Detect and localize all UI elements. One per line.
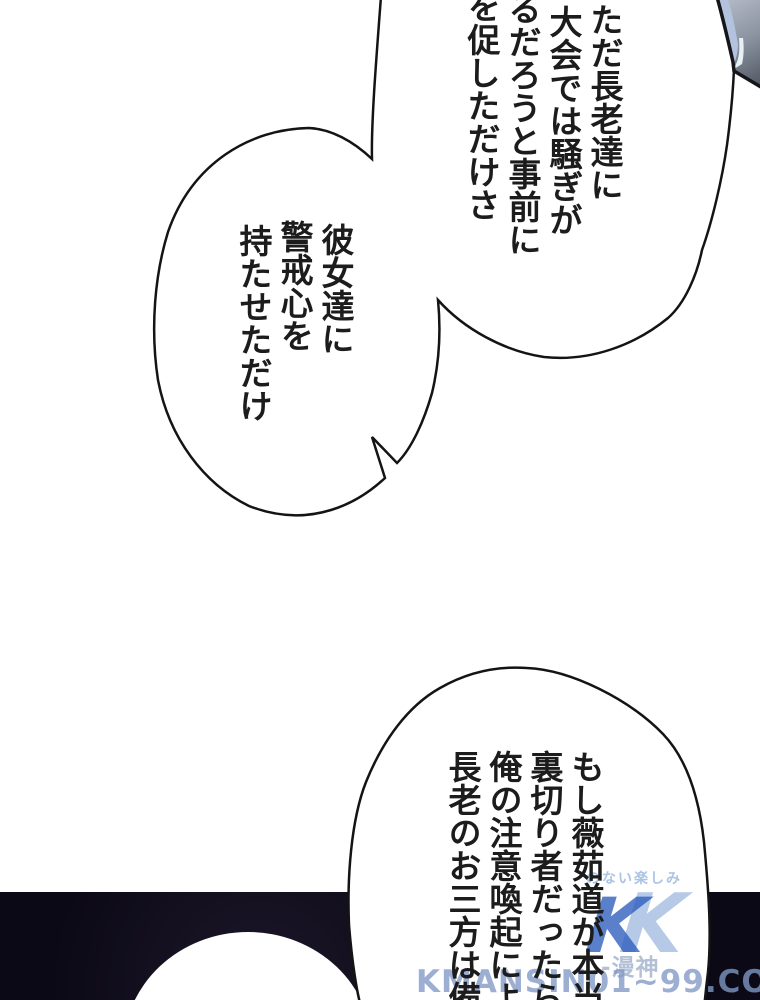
blade-highlight-white xyxy=(734,38,744,69)
bubble-text-column: 大会では騒ぎが xyxy=(544,5,583,236)
bubble-text-column: を促しただけさ xyxy=(462,0,501,221)
bubble-text-column: るだろうと事前に xyxy=(503,0,542,256)
bubble-text-column: 俺の注意喚起によ xyxy=(484,750,523,1000)
bubble-text-column: 彼女達に xyxy=(316,223,355,355)
blade-highlight-blue xyxy=(720,0,738,66)
speech-bubble-bottom xyxy=(347,666,711,1000)
speech-bubble-bottom-text: もし薇茹道が本当裏切り者だったら俺の注意喚起によ長老のお三方は備 xyxy=(442,750,606,1000)
speech-bubble-middle-text: 彼女達に警戒心を持たせただけ xyxy=(233,218,356,458)
bubble-text-column: ただ長老達に xyxy=(585,3,624,201)
speech-bubble-top-text: ただ長老達に大会では騒ぎがるだろうと事前にを促しただけさ xyxy=(461,0,625,290)
bubble-text-column: 警戒心を xyxy=(275,220,314,352)
blade-corner-art xyxy=(716,0,760,89)
bubble-text-column: もし薇茹道が本当 xyxy=(566,750,605,1000)
speech-bubble-top-and-middle xyxy=(152,0,736,517)
bubble-text-column: 持たせただけ xyxy=(234,224,273,422)
bottom-left-bubble xyxy=(134,932,362,1000)
bubble-text-column: 裏切り者だったら xyxy=(525,750,564,1000)
bubble-text-column: 長老のお三方は備 xyxy=(443,750,482,1000)
blade-outline xyxy=(716,0,760,89)
